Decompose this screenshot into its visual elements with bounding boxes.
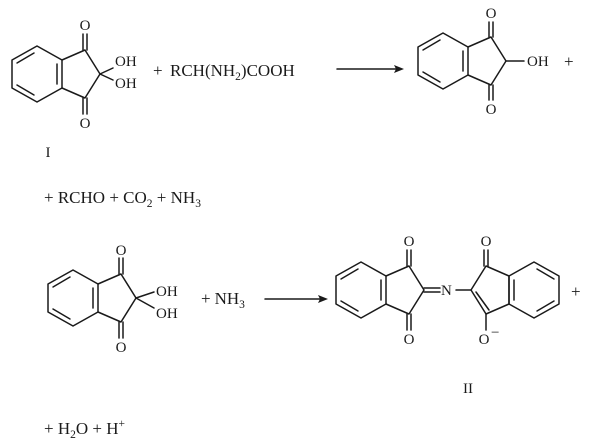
oh-label-b: OH bbox=[115, 76, 137, 92]
ammonia-reagent: +NH3 bbox=[201, 289, 245, 311]
o-bottom-right-label: O bbox=[479, 332, 490, 348]
byproducts-2: + H2O + H+ bbox=[44, 418, 125, 441]
trailing-plus: + bbox=[564, 52, 574, 71]
negative-charge: − bbox=[491, 325, 499, 341]
byproducts-1: + RCHO + CO2 + NH3 bbox=[44, 188, 201, 210]
hydroxy-indanedione-structure: O O OH bbox=[417, 6, 549, 118]
amino-acid-reagent: RCH(NH2)COOH bbox=[170, 61, 295, 83]
five-ring bbox=[97, 273, 137, 323]
ninhydrin-structure-1: O O OH OH bbox=[11, 18, 137, 132]
o-top-left-label: O bbox=[404, 234, 415, 250]
benzene-ring bbox=[417, 32, 469, 90]
reaction-arrow-2 bbox=[264, 295, 328, 303]
benzene-ring bbox=[47, 269, 99, 327]
oh-label-a: OH bbox=[156, 284, 178, 300]
o-bottom-label: O bbox=[80, 116, 91, 132]
arrowhead bbox=[394, 65, 404, 73]
oh-label-a: OH bbox=[115, 54, 137, 70]
o-top-label: O bbox=[116, 243, 127, 259]
o-top-right-label: O bbox=[481, 234, 492, 250]
reaction1: O O OH OH I + RCH(NH2)COOH O O bbox=[11, 6, 574, 210]
ruhemanns-purple-structure: O O N O O − bbox=[335, 234, 560, 348]
reaction2: O O OH OH +NH3 O O bbox=[44, 234, 581, 441]
benzene-ring bbox=[11, 45, 63, 103]
benzene-ring-right bbox=[508, 261, 560, 319]
plus-sign: + bbox=[153, 61, 163, 80]
o-bottom-left-label: O bbox=[404, 332, 415, 348]
oh-label-b: OH bbox=[156, 306, 178, 322]
o-top-label: O bbox=[486, 6, 497, 22]
five-ring bbox=[61, 49, 101, 99]
oh-label: OH bbox=[527, 54, 549, 70]
compound-numeral-ii: II bbox=[463, 381, 473, 397]
o-bottom-label: O bbox=[486, 102, 497, 118]
reaction-arrow-1 bbox=[336, 65, 404, 73]
compound-numeral-i: I bbox=[46, 145, 51, 161]
five-ring bbox=[467, 36, 507, 86]
trailing-plus: + bbox=[571, 282, 581, 301]
ninhydrin-structure-2: O O OH OH bbox=[47, 243, 178, 356]
five-ring-left bbox=[385, 265, 425, 315]
arrowhead bbox=[318, 295, 328, 303]
n-label: N bbox=[441, 283, 452, 299]
o-bottom-label: O bbox=[116, 340, 127, 356]
benzene-ring-left bbox=[335, 261, 387, 319]
o-top-label: O bbox=[80, 18, 91, 34]
five-ring-right bbox=[470, 265, 510, 315]
